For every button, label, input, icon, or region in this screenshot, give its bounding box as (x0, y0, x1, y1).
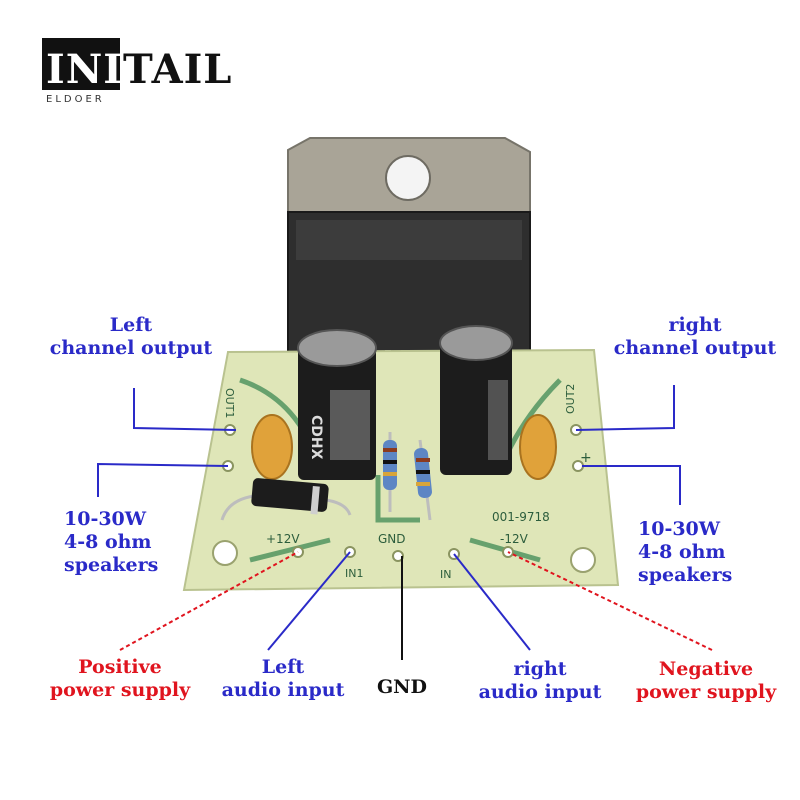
logo-text-rest: TAIL (122, 46, 233, 93)
silk-in1: IN1 (345, 567, 363, 580)
label-right-output-line2: channel output (613, 337, 777, 359)
ceramic-capacitor-right (519, 414, 557, 480)
label-right-audio-input: right audio input (464, 658, 616, 704)
silk-part-number: 001-9718 (492, 510, 550, 524)
label-left-output-line1: Left (109, 314, 153, 336)
callout-lines (97, 385, 713, 660)
label-right-channel-output: right channel output (604, 314, 786, 360)
callout-negative-supply (507, 551, 713, 651)
electrolytic-capacitor-left (297, 329, 377, 480)
label-left-input-line1: Left (261, 656, 305, 678)
label-left-audio-input: Left audio input (208, 656, 358, 702)
chip-shade (296, 220, 522, 260)
callout-right-input (453, 553, 531, 651)
callout-right-output (575, 385, 675, 431)
label-negative-line1: Negative (658, 658, 754, 680)
label-gnd: GND (376, 676, 428, 698)
heatsink-hole (385, 155, 431, 201)
label-right-speakers-line1: 10-30W (638, 518, 721, 540)
logo-block (42, 38, 120, 90)
silk-plus12v: +12V (266, 532, 300, 546)
silk-out1: OUT1 (223, 388, 236, 418)
logo-text-inverted: INI (46, 46, 123, 93)
label-right-speakers-line2: 4-8 ohm (638, 541, 726, 563)
label-left-input-line2: audio input (221, 679, 345, 701)
callout-left-output (133, 388, 237, 431)
callout-right-speakers (582, 465, 681, 505)
label-right-output-line1: right (668, 314, 722, 336)
label-right-input-line2: audio input (478, 681, 602, 703)
label-negative-power-supply: Negative power supply (622, 658, 790, 704)
logo-text: INITAIL (46, 46, 232, 93)
label-right-speakers-line3: speakers (638, 564, 733, 586)
label-left-channel-output: Left channel output (42, 314, 220, 360)
label-left-speakers-line3: speakers (64, 554, 159, 576)
silk-plus: + (580, 450, 592, 466)
label-negative-line2: power supply (635, 681, 777, 703)
electrolytic-capacitor-right (439, 325, 513, 475)
silk-out2: OUT2 (564, 384, 577, 414)
label-positive-line1: Positive (78, 656, 162, 678)
silk-minus12v: -12V (500, 532, 529, 546)
callout-left-input (267, 551, 351, 651)
mounting-holes (212, 540, 596, 573)
diode (220, 478, 352, 521)
label-left-speakers: 10-30W 4-8 ohm speakers (64, 508, 158, 577)
brand-logo: INITAIL ELDOER (42, 38, 231, 108)
label-left-output-line2: channel output (49, 337, 213, 359)
label-positive-line2: power supply (49, 679, 191, 701)
label-right-speakers: 10-30W 4-8 ohm speakers (638, 518, 732, 587)
resistors (383, 432, 432, 521)
label-right-input-line1: right (513, 658, 567, 680)
label-left-speakers-line2: 4-8 ohm (64, 531, 152, 553)
silk-in2: IN (440, 568, 451, 581)
silk-gnd: GND (378, 532, 406, 546)
ceramic-capacitor-left (251, 414, 293, 480)
label-positive-power-supply: Positive power supply (38, 656, 202, 702)
callout-left-speakers (97, 462, 229, 497)
logo-subtitle: ELDOER (46, 94, 105, 105)
callout-positive-supply (119, 551, 299, 651)
capacitor-left-marking: CDHX (308, 415, 324, 460)
label-left-speakers-line1: 10-30W (64, 508, 147, 530)
